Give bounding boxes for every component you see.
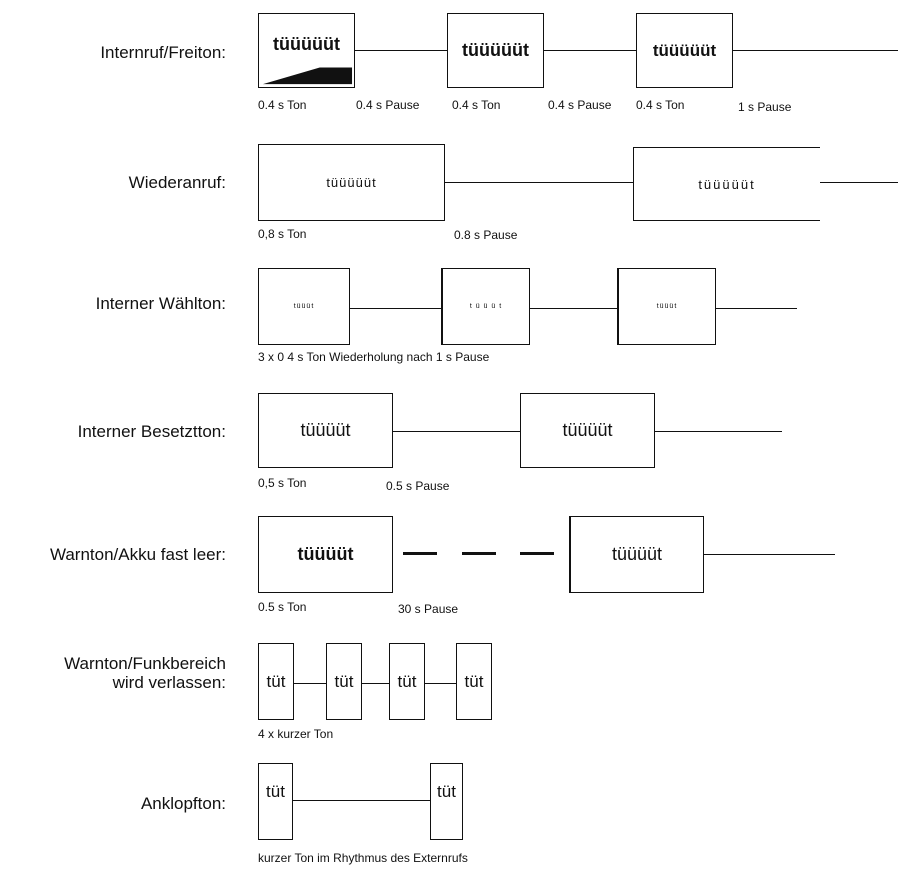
waehlton-tone-box-1: tüüüt [258,268,350,345]
besetztton-pause-line-1 [393,431,520,432]
label-internruf: Internruf/Freiton: [100,43,226,62]
wiederanruf-tone-box-1: tüüüüüt [258,144,445,221]
anklopfton-pause-line [293,800,430,801]
funkbereich-tone-text-4: tüt [464,671,484,691]
wiederanruf-tone-text-1: tüüüüüt [326,175,377,190]
akku-pause-line [704,554,835,555]
funkbereich-tone-text-3: tüt [397,671,417,691]
besetztton-caption-2: 0.5 s Pause [386,479,450,493]
label-besetztton: Interner Besetztton: [77,422,226,441]
internruf-pause-line-1 [355,50,447,51]
besetztton-tone-box-2: tüüüüt [520,393,655,468]
funkbereich-pause-line-3 [425,683,456,684]
label-funkbereich-line1: Warnton/Funkbereich [64,654,226,673]
waehlton-tone-text-3: tüüüt [656,303,678,310]
waehlton-pause-line-3 [716,308,797,309]
funkbereich-tone-box-2: tüt [326,643,362,720]
akku-tone-text-1: tüüüüt [297,544,354,564]
internruf-rise-wedge [262,67,353,85]
anklopfton-caption-1: kurzer Ton im Rhythmus des Externrufs [258,851,468,865]
wiederanruf-tone-box-2: tüüüüüt [633,147,820,221]
internruf-tone-text-3: tüüüüüt [652,40,717,60]
wiederanruf-pause-line-1 [445,182,633,183]
besetztton-tone-text-2: tüüüüt [562,420,613,440]
internruf-tone-text-2: tüüüüüt [462,40,529,60]
anklopfton-tone-text-1: tüt [266,781,285,801]
besetztton-tone-box-1: tüüüüt [258,393,393,468]
internruf-tone-box-3: tüüüüüt [636,13,733,88]
wiederanruf-caption-1: 0,8 s Ton [258,227,307,241]
funkbereich-pause-line-2 [362,683,389,684]
akku-caption-2: 30 s Pause [398,602,459,616]
funkbereich-pause-line-1 [294,683,326,684]
label-akku: Warnton/Akku fast leer: [49,545,226,564]
internruf-tone-box-1: tüüüüüt [258,13,355,88]
anklopfton-tone-box-2: tüt [430,763,463,840]
label-anklopfton: Anklopfton: [140,794,226,813]
besetztton-pause-line-2 [655,431,782,432]
akku-pause-dash-2 [462,552,496,555]
waehlton-caption-1: 3 x 0 4 s Ton Wiederholung nach 1 s Paus… [258,350,490,364]
internruf-caption-3: 0.4 s Ton [452,98,501,112]
funkbereich-tone-box-3: tüt [389,643,425,720]
wiederanruf-tone-text-2: tüüüüüt [698,176,756,192]
internruf-pause-line-3 [733,50,898,51]
akku-caption-1: 0.5 s Ton [258,600,307,614]
waehlton-tone-text-1: tüüüt [293,303,315,310]
funkbereich-caption-1: 4 x kurzer Ton [258,727,334,741]
internruf-pause-line-2 [544,50,636,51]
akku-pause-dash-1 [403,552,437,555]
funkbereich-tone-text-2: tüt [334,671,354,691]
wiederanruf-caption-2: 0.8 s Pause [454,228,518,242]
funkbereich-tone-box-1: tüt [258,643,294,720]
internruf-caption-5: 0.4 s Ton [636,98,685,112]
funkbereich-tone-box-4: tüt [456,643,492,720]
internruf-caption-6: 1 s Pause [738,100,792,114]
waehlton-tone-text-2: t ü ü ü t [469,303,503,310]
label-funkbereich-line2: wird verlassen: [112,673,226,692]
anklopfton-tone-box-1: tüt [258,763,293,840]
label-waehlton: Interner Wählton: [95,294,226,313]
anklopfton-tone-text-2: tüt [437,781,456,801]
waehlton-pause-line-2 [530,308,617,309]
internruf-caption-4: 0.4 s Pause [548,98,612,112]
funkbereich-tone-text-1: tüt [266,671,286,691]
akku-tone-box-2: tüüüüt [569,516,704,593]
label-wiederanruf: Wiederanruf: [128,173,226,192]
waehlton-pause-line-1 [350,308,441,309]
akku-tone-text-2: tüüüüt [611,544,663,564]
internruf-caption-2: 0.4 s Pause [356,98,420,112]
internruf-tone-text-1: tüüüüüt [273,34,340,54]
wiederanruf-pause-line-2 [820,182,898,183]
besetztton-caption-1: 0,5 s Ton [258,476,307,490]
internruf-caption-1: 0.4 s Ton [258,98,307,112]
besetztton-tone-text-1: tüüüüt [300,420,351,440]
internruf-tone-box-2: tüüüüüt [447,13,544,88]
akku-pause-dash-3 [520,552,554,555]
waehlton-tone-box-2: t ü ü ü t [441,268,530,345]
akku-tone-box-1: tüüüüt [258,516,393,593]
waehlton-tone-box-3: tüüüt [617,268,716,345]
